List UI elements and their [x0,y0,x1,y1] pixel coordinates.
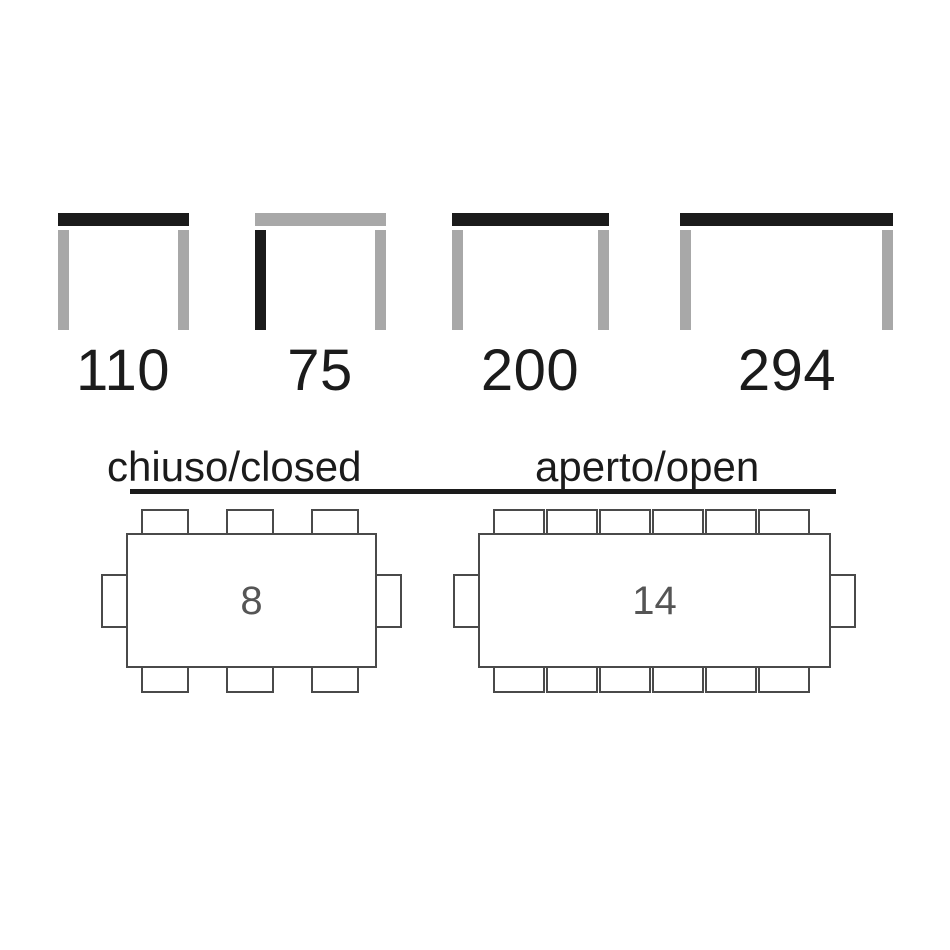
seat-right-1 [829,574,856,628]
table-leg-left [255,230,266,330]
dimension-label-294: 294 [737,338,837,403]
table-leg-left [680,230,691,330]
seat-top-4 [652,509,704,536]
seat-capacity-closed: 8 [240,579,263,623]
seat-left-1 [453,574,480,628]
tabletop-bar [680,213,893,226]
caption-closed: chiuso/closed [107,443,362,490]
elevation-figure-75 [255,213,386,330]
seat-top-1 [141,509,189,536]
dimension-label-110: 110 [76,338,170,403]
table-leg-right [882,230,893,330]
caption-divider-rule [130,489,836,494]
seat-capacity-open: 14 [632,579,677,623]
elevation-figure-294 [680,213,893,330]
seat-top-1 [493,509,545,536]
seat-bottom-6 [758,666,810,693]
dimension-label-75: 75 [287,338,353,403]
seat-top-3 [599,509,651,536]
seat-bottom-1 [493,666,545,693]
seat-bottom-3 [599,666,651,693]
table-surface-closed [126,533,377,668]
seat-top-3 [311,509,359,536]
seat-top-6 [758,509,810,536]
table-leg-right [598,230,609,330]
elevation-figure-110 [58,213,189,330]
tabletop-bar [452,213,609,226]
tabletop-bar [58,213,189,226]
table-leg-right [178,230,189,330]
seat-bottom-4 [652,666,704,693]
table-leg-left [58,230,69,330]
dimension-label-200: 200 [480,338,580,403]
caption-open: aperto/open [535,443,760,490]
seat-bottom-5 [705,666,757,693]
elevation-figure-200 [452,213,609,330]
seat-top-2 [546,509,598,536]
table-leg-right [375,230,386,330]
seat-bottom-2 [546,666,598,693]
seat-top-5 [705,509,757,536]
tabletop-bar [255,213,386,226]
seat-left-1 [101,574,128,628]
table-leg-left [452,230,463,330]
table-surface-open [478,533,831,668]
